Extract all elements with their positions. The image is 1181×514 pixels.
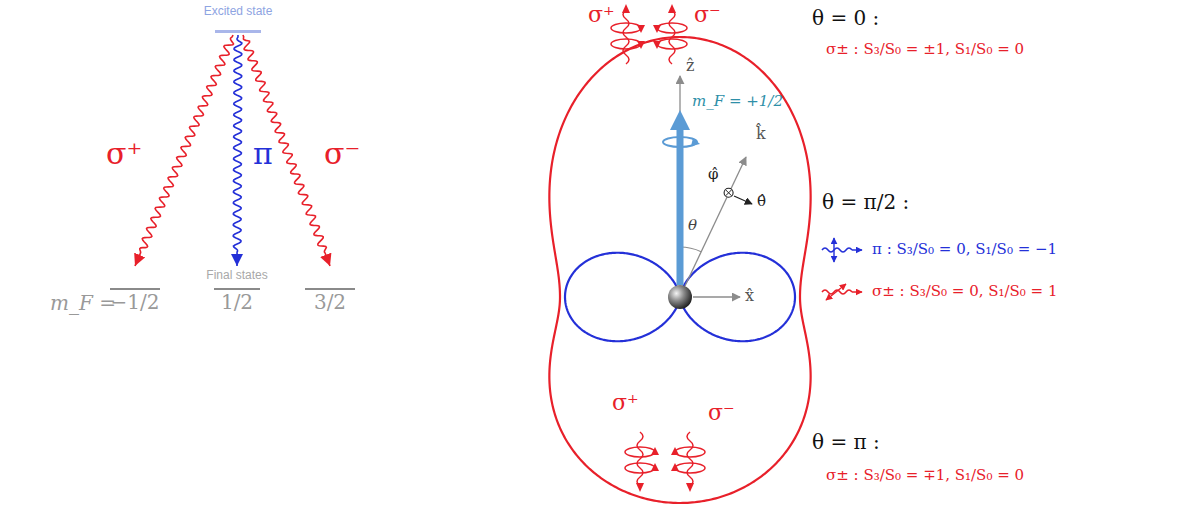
pi-wave: [822, 248, 852, 252]
sigma-plus-photon-icon: [625, 432, 659, 492]
angle-heading: θ = π/2 :: [822, 190, 909, 214]
pi-polarization-arrow: [833, 238, 834, 262]
sigma-plus-photon-icon: [611, 4, 645, 64]
x-axis: [693, 296, 740, 297]
energy-level-line: [110, 288, 160, 290]
energy-level-line: [305, 288, 355, 290]
energy-level-line: [214, 288, 260, 290]
z-axis: [679, 76, 680, 285]
sigma-minus-photon-icon: [653, 4, 687, 64]
rotation-arrow-head: [691, 138, 700, 146]
group-label: Final states: [206, 268, 267, 282]
transition-label: π: [253, 136, 273, 171]
transition-label: σ⁻: [324, 136, 360, 171]
sigma-emission-pattern: [549, 37, 810, 503]
spin-arrow-shaft: [677, 128, 684, 285]
sigma-minus-transition: [243, 35, 330, 266]
phi-hat-symbol: [726, 190, 732, 196]
basis-vector-label: φ̂: [708, 165, 719, 183]
stokes-parameters: σ± : S₃/S₀ = 0, S₁/S₀ = 1: [872, 282, 1058, 300]
phi-hat-symbol: [726, 190, 732, 196]
polarization-label: σ⁺: [612, 390, 639, 415]
polarization-label: σ⁻: [694, 2, 721, 27]
sigma-polarization-arrow: [826, 284, 846, 300]
angle-heading: θ = π :: [812, 430, 880, 454]
final-state-level: 3/2: [301, 266, 359, 314]
sigma-polarization-icon: [822, 284, 862, 300]
k-vector: [685, 157, 746, 286]
axis-label: ẑ: [686, 56, 694, 75]
transition-label: σ⁺: [106, 136, 142, 171]
pi-wave: [852, 249, 862, 251]
phi-hat-symbol: [724, 188, 733, 197]
angle-label: θ: [688, 216, 697, 234]
spin-arrow: [663, 110, 700, 285]
stokes-parameters: σ± : S₃/S₀ = ±1, S₁/S₀ = 0: [826, 40, 1024, 58]
stokes-parameters: σ± : S₃/S₀ = ∓1, S₁/S₀ = 0: [826, 466, 1024, 484]
axis-label: x̂: [745, 286, 754, 305]
atom-sphere: [668, 285, 692, 309]
theta-hat-arrow: [734, 196, 752, 204]
spin-arrow-head: [670, 110, 690, 130]
pi-polarization-icon: [822, 238, 862, 262]
basis-vector-label: θ̂: [757, 192, 766, 210]
quantum-number-label: m_F =: [50, 291, 116, 315]
level-label: Excited state: [200, 4, 277, 18]
angle-heading: θ = 0 :: [812, 6, 879, 30]
sigma-minus-photon-icon: [671, 432, 705, 492]
axis-label: k̂: [756, 124, 766, 143]
energy-level-line: [215, 30, 261, 33]
spin-label: m_F = +1/2: [692, 92, 783, 110]
sigma-plus-transition: [135, 35, 234, 266]
excited-state-level: Excited state: [200, 4, 277, 33]
mf-value: 3/2: [301, 290, 359, 314]
pi-transition: [233, 35, 242, 266]
sigma-wave: [852, 291, 862, 293]
local-basis: [724, 188, 752, 204]
polarization-label: σ⁺: [588, 2, 615, 27]
stokes-parameters: π : S₃/S₀ = 0, S₁/S₀ = −1: [872, 240, 1057, 258]
mf-value: 1/2: [210, 290, 264, 314]
polarization-label: σ⁻: [708, 400, 735, 425]
